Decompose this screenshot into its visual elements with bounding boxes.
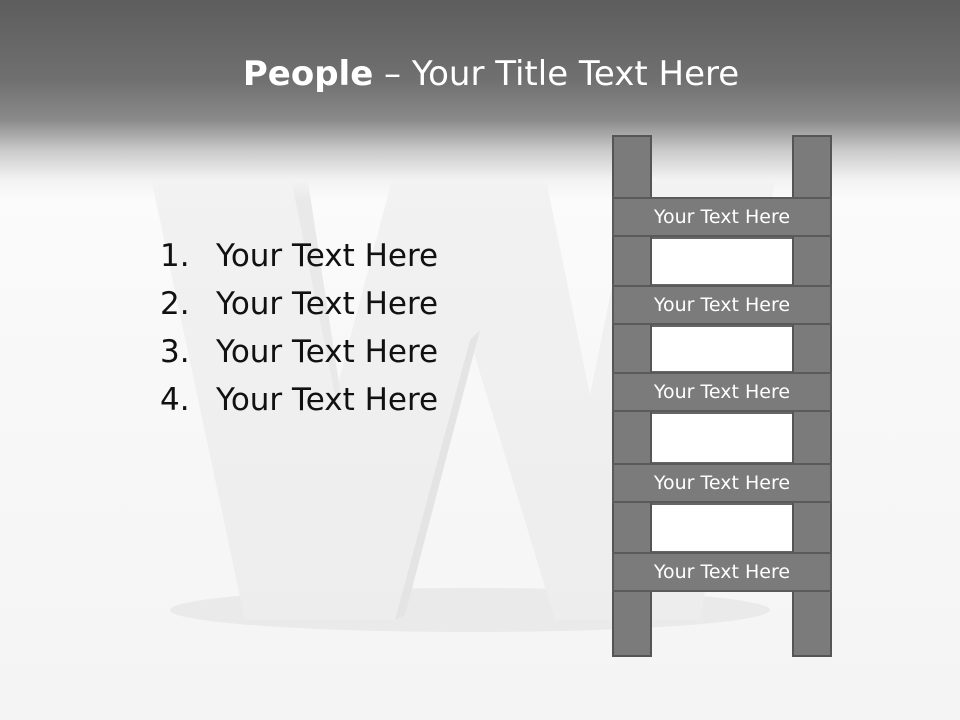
ladder-rung: Your Text Here [612, 197, 832, 237]
ladder-gap [652, 503, 792, 553]
ladder-rung: Your Text Here [612, 463, 832, 503]
slide-title: People – Your Title Text Here [0, 52, 960, 96]
ladder-gap [652, 325, 792, 373]
ladder-rung: Your Text Here [612, 285, 832, 325]
list-text: Your Text Here [216, 286, 439, 322]
ladder-gap [652, 412, 792, 464]
list-item: 4. Your Text Here [160, 376, 438, 424]
ladder-gap [652, 237, 792, 286]
list-number: 4. [160, 382, 190, 418]
ladder-rung: Your Text Here [612, 372, 832, 412]
list-number: 1. [160, 238, 190, 274]
title-rest: – Your Title Text Here [373, 54, 740, 94]
ladder-rung: Your Text Here [612, 552, 832, 592]
list-text: Your Text Here [216, 238, 439, 274]
list-text: Your Text Here [216, 382, 439, 418]
list-number: 3. [160, 334, 190, 370]
list-item: 1. Your Text Here [160, 232, 438, 280]
list-number: 2. [160, 286, 190, 322]
list-item: 3. Your Text Here [160, 328, 438, 376]
title-bold: People [242, 54, 374, 94]
list-item: 2. Your Text Here [160, 280, 438, 328]
numbered-list: 1. Your Text Here 2. Your Text Here 3. Your… [160, 232, 438, 424]
list-text: Your Text Here [216, 334, 439, 370]
